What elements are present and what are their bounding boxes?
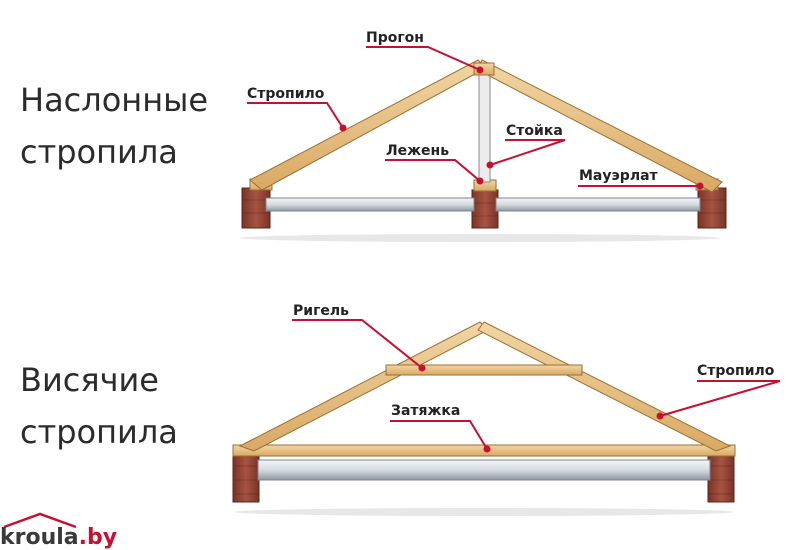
roof-icon bbox=[3, 512, 77, 529]
layered-rafters-diagram: Прогон Стропило Стойка Лежень Мауэрлат bbox=[240, 30, 727, 242]
hanging-title-line1: Висячие bbox=[20, 361, 159, 399]
hanging-title-line2: стропила bbox=[20, 413, 178, 451]
rafter-left-bottom bbox=[238, 321, 489, 452]
label-sill: Лежень bbox=[386, 143, 449, 159]
watermark-brand: kroula bbox=[0, 525, 79, 550]
left-wall bbox=[241, 187, 271, 229]
layered-rafters-title: Наслонные стропила bbox=[20, 74, 208, 178]
rafter-right-bottom bbox=[477, 321, 732, 452]
left-wall-bottom bbox=[232, 451, 260, 503]
label-rafter-bottom: Стропило bbox=[697, 363, 775, 379]
label-wall-plate: Мауэрлат bbox=[579, 168, 659, 184]
right-wall bbox=[697, 187, 727, 229]
ground-shadow-bottom bbox=[234, 508, 734, 516]
watermark-text: kroula.by bbox=[0, 525, 117, 550]
layered-title-line1: Наслонные bbox=[20, 81, 209, 119]
label-purlin: Прогон bbox=[366, 30, 424, 46]
label-rafter-top: Стропило bbox=[247, 86, 325, 102]
layered-title-line2: стропила bbox=[20, 133, 178, 171]
ceiling-beam-right bbox=[495, 197, 701, 212]
ceiling-bottom bbox=[257, 459, 711, 481]
ceiling-beam-left bbox=[265, 197, 475, 212]
label-collar: Ригель bbox=[293, 303, 349, 319]
hanging-rafters-title: Висячие стропила bbox=[20, 354, 178, 458]
label-post: Стойка bbox=[506, 123, 563, 139]
right-wall-bottom bbox=[707, 451, 735, 503]
kroula-logo: kroula.by bbox=[0, 512, 117, 550]
rafter-left bbox=[249, 59, 487, 191]
watermark-tld: .by bbox=[79, 525, 117, 550]
center-wall bbox=[471, 189, 499, 229]
ground-shadow-top bbox=[240, 234, 720, 242]
hanging-rafters-diagram: Ригель Стропило Затяжка bbox=[232, 303, 781, 516]
collar-beam bbox=[385, 364, 583, 376]
label-tie-beam: Затяжка bbox=[391, 403, 460, 419]
